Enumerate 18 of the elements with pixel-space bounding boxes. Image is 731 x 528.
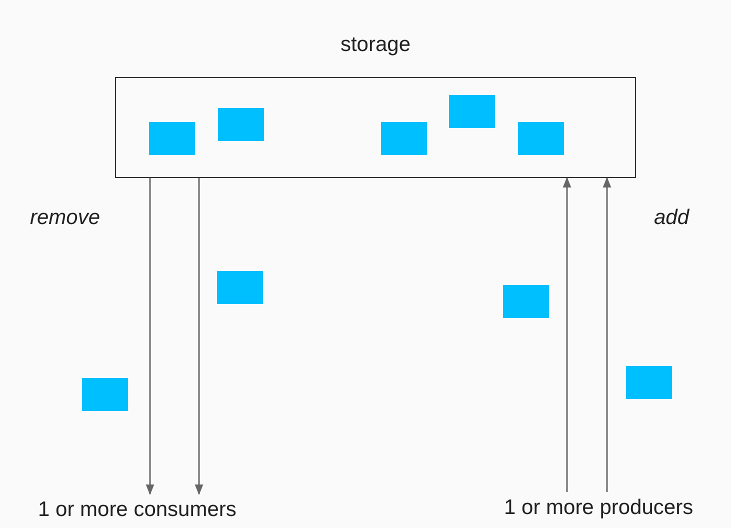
action-label: add — [654, 206, 690, 230]
group-label: 1 or more producers — [504, 496, 694, 520]
data-item-block — [149, 122, 195, 155]
data-item-block — [381, 122, 427, 155]
data-item-block — [626, 366, 672, 399]
data-item-block — [217, 271, 263, 304]
data-item-block — [503, 285, 549, 318]
arrow — [602, 176, 612, 492]
container-heading: storage — [339, 33, 412, 57]
data-item-block — [82, 378, 128, 411]
arrow — [146, 178, 154, 496]
group-label: 1 or more consumers — [38, 498, 236, 522]
arrow — [562, 176, 572, 492]
data-item-block — [218, 108, 264, 141]
data-item-block — [518, 122, 564, 155]
data-item-block — [449, 95, 495, 128]
arrow — [194, 178, 204, 496]
action-label: remove — [30, 206, 100, 230]
